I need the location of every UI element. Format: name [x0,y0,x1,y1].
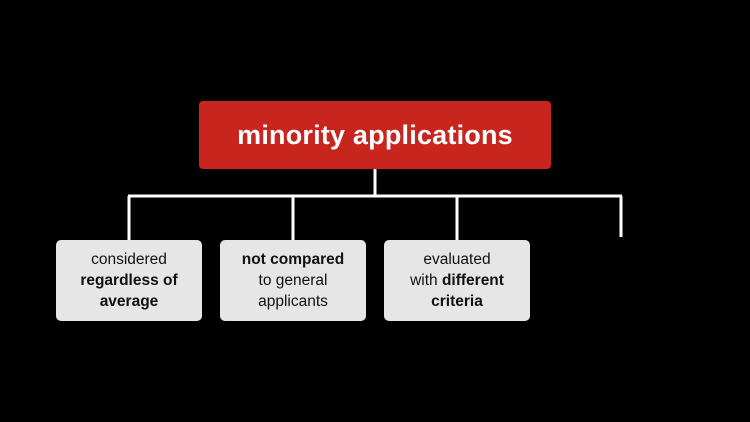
child-node-2-line-1: not compared [242,249,344,270]
child-node-1-line-2: regardless of [80,270,177,291]
child-node-1-text: considered [91,251,167,268]
root-node-label: minority applications [237,119,513,150]
root-node: minority applications [199,101,551,169]
child-node-2-text: applicants [258,293,328,310]
child-node-2-text: not compared [241,251,345,268]
child-node-3-text: with [410,272,442,289]
child-node-1-line-1: considered [91,249,167,270]
child-node-3-line-2: with different [410,270,504,291]
child-node-2-line-2: to general [259,270,328,291]
child-node-3-text-bold: different [441,272,504,289]
child-node-1-text: regardless of [80,272,178,289]
child-node-3: evaluated with different criteria [384,240,530,321]
child-node-3-text: criteria [431,293,483,310]
child-node-1: considered regardless of average [56,240,202,321]
child-node-3-line-3: criteria [431,291,483,312]
child-node-2-text: to general [258,272,328,289]
child-node-2-line-3: applicants [258,291,328,312]
child-node-2: not compared to general applicants [220,240,366,321]
child-node-3-line-1: evaluated [423,249,490,270]
child-node-3-text: evaluated [423,251,491,268]
child-node-1-text: average [99,293,159,310]
child-node-1-line-3: average [100,291,159,312]
